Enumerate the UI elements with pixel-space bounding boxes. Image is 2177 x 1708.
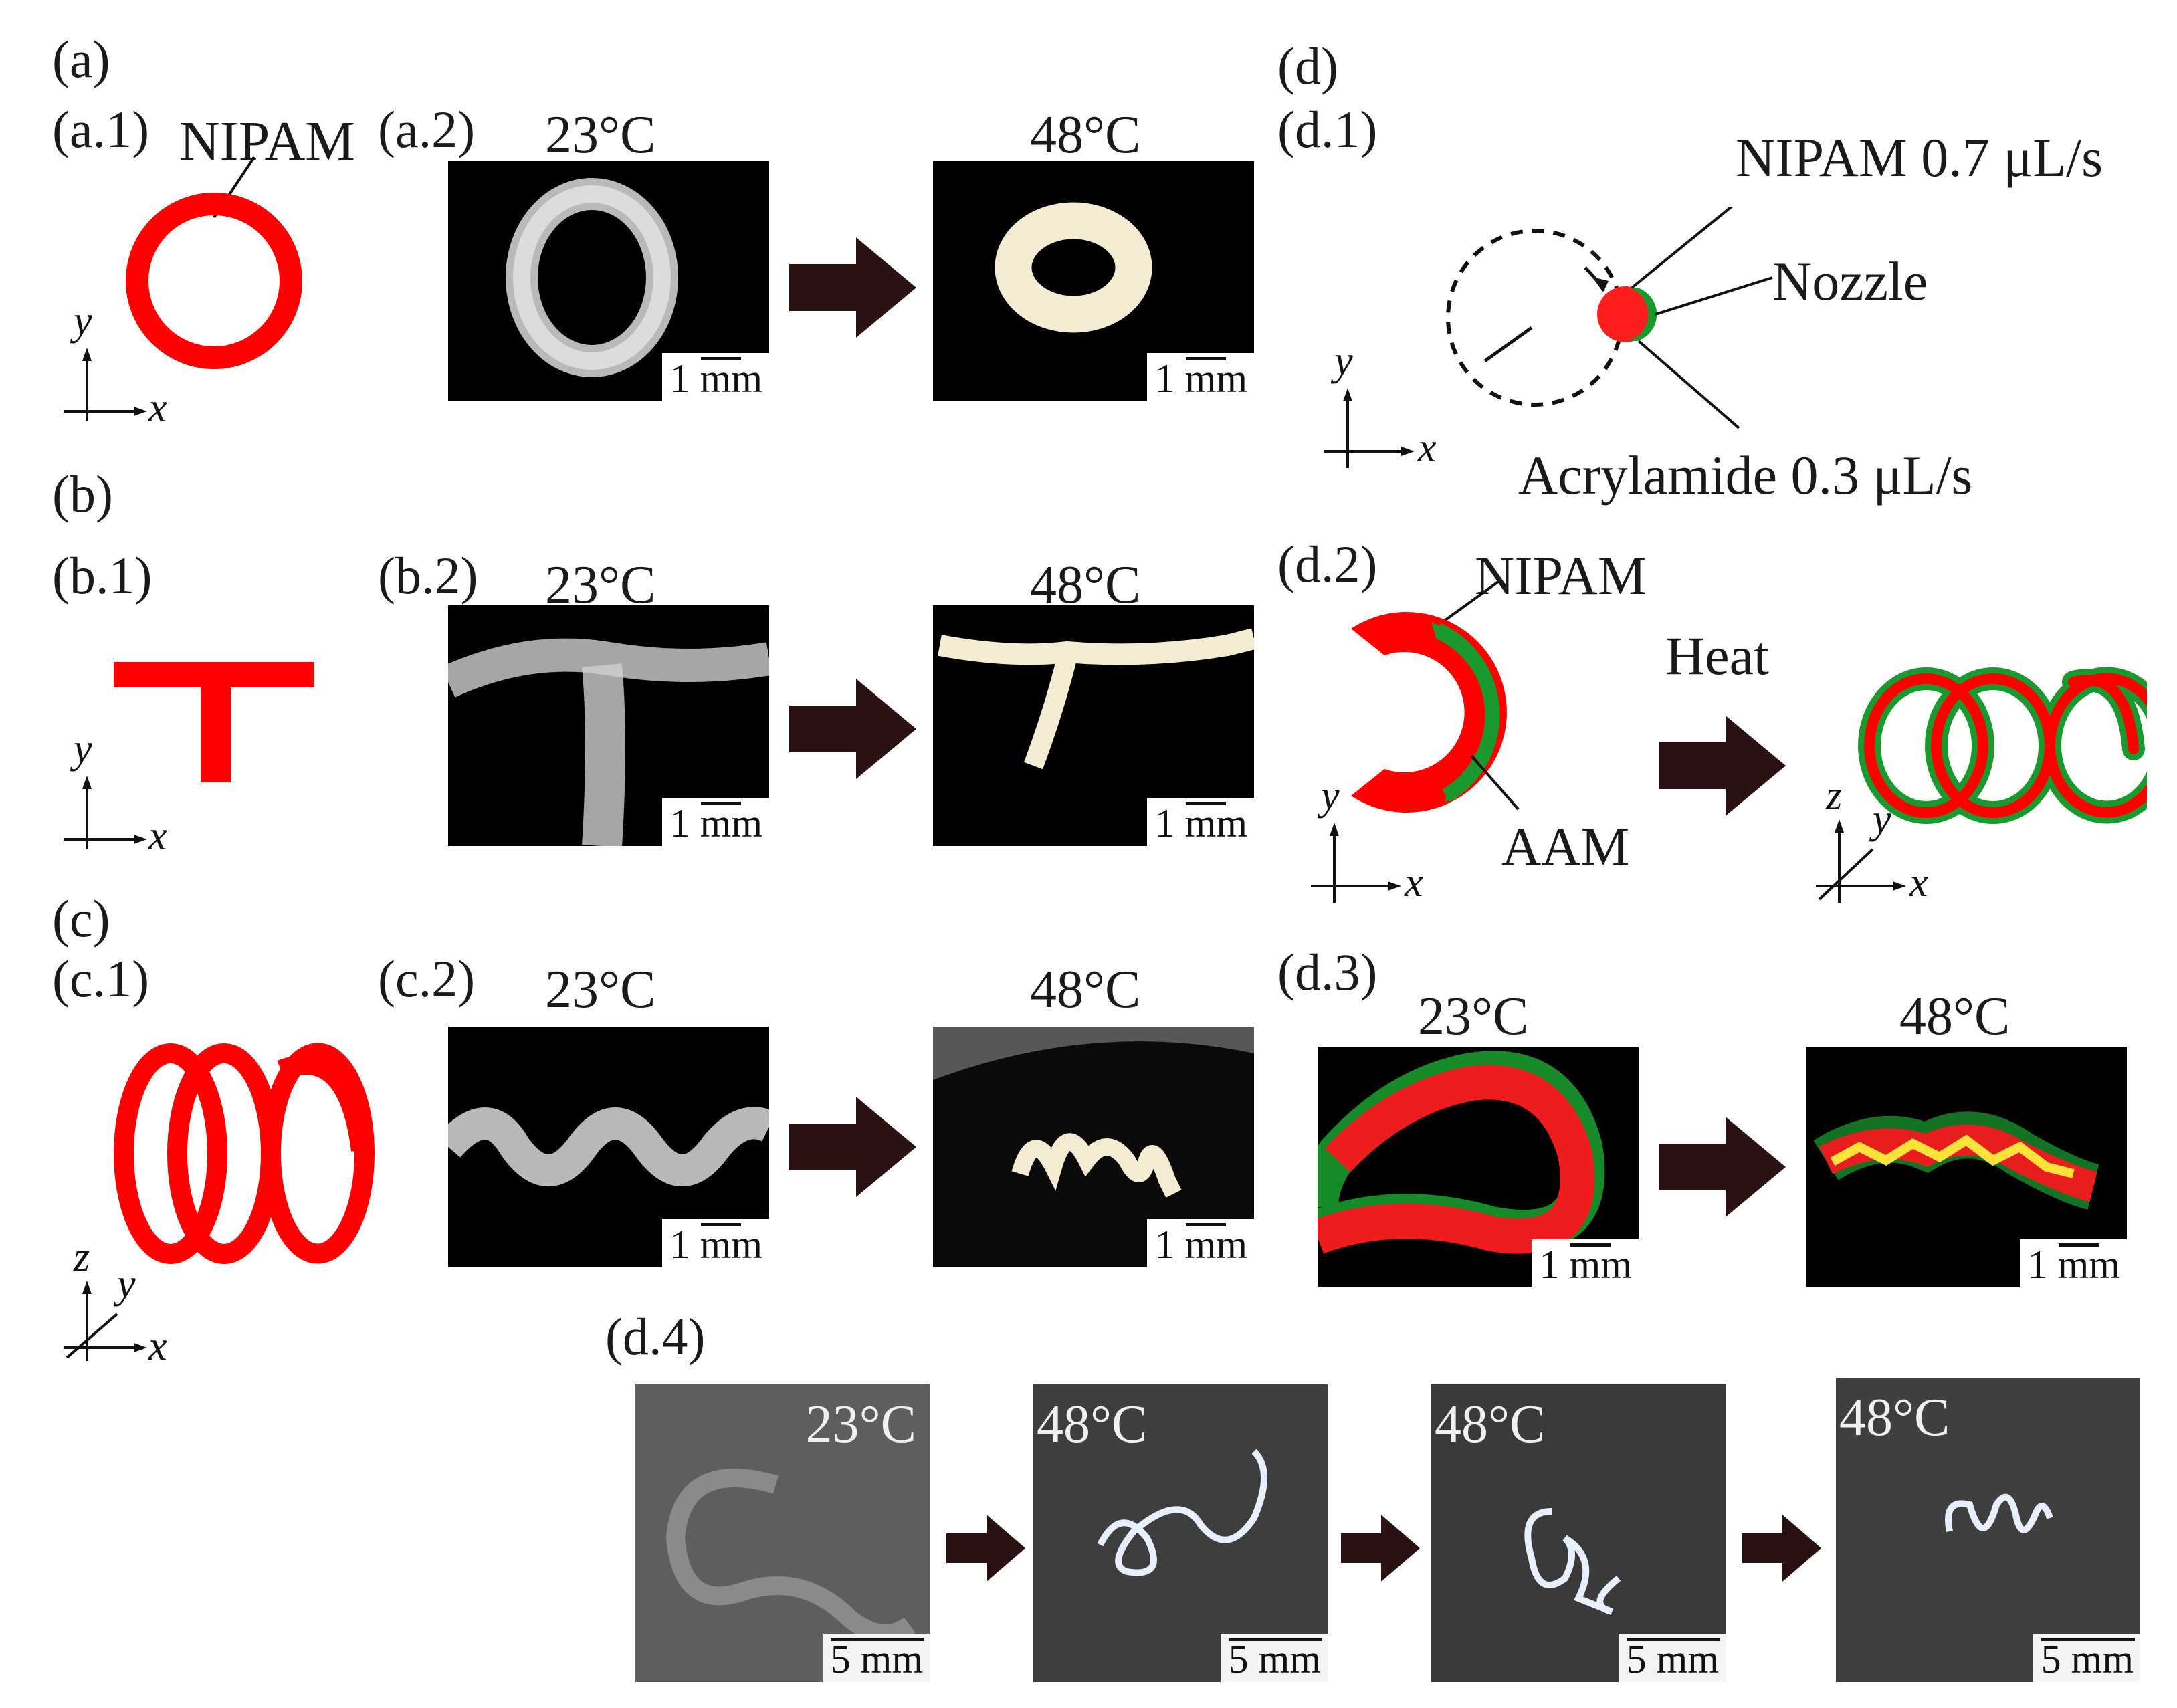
temp-d3-cold: 23°C [1418, 987, 1529, 1046]
axis-icon-d2-right: z y x [1816, 776, 1928, 905]
scale-bar-d3-cold: 1 mm [1531, 1239, 1639, 1287]
temp-b-cold: 23°C [545, 556, 656, 615]
label-d3: (d.3) [1277, 943, 1378, 1001]
scale-bar-c-hot: 1 mm [1146, 1219, 1254, 1267]
label-c1: (c.1) [52, 950, 150, 1008]
arrow-c [789, 1097, 916, 1197]
svg-text:y: y [70, 729, 92, 772]
label-c: (c) [52, 889, 110, 948]
axis-y-a1: y [70, 301, 92, 344]
photo-d4-3: 48°C 5 mm [1431, 1384, 1726, 1682]
photo-b-cold: 1 mm [448, 605, 769, 846]
scale-bar-d4-4: 5 mm [2033, 1634, 2140, 1682]
aam-label: AAM [1501, 816, 1630, 877]
helix-shape [114, 1043, 375, 1264]
label-d: (d) [1277, 37, 1338, 95]
t-shape [114, 662, 314, 782]
svg-text:x: x [148, 813, 167, 859]
temp-d4-4: 48°C [1839, 1388, 1950, 1447]
label-d1: (d.1) [1277, 100, 1378, 158]
temp-a-hot: 48°C [1030, 106, 1141, 165]
temp-d4-1: 23°C [805, 1395, 916, 1454]
svg-text:x: x [1404, 860, 1423, 905]
ring-shape [126, 156, 302, 369]
photo-d3-cold: 1 mm [1318, 1047, 1639, 1287]
photo-a-cold: 1 mm [448, 161, 769, 401]
svg-text:z: z [73, 1241, 90, 1280]
temp-d3-hot: 48°C [1899, 987, 2010, 1046]
axis-icon-b1: y x [64, 729, 167, 859]
scale-bar-b-cold: 1 mm [661, 798, 769, 846]
photo-a-hot: 1 mm [933, 161, 1254, 401]
bilayer-helix [1858, 667, 2147, 824]
svg-text:x: x [1909, 860, 1928, 905]
axis-icon-d2-left: y x [1311, 776, 1423, 905]
label-a1: (a.1) [52, 100, 150, 158]
scale-bar-c-cold: 1 mm [661, 1219, 769, 1267]
svg-text:y: y [113, 1261, 136, 1307]
nozzle-diagram [1446, 207, 1773, 429]
label-d4: (d.4) [605, 1307, 706, 1366]
arrow-b [789, 679, 916, 779]
temp-c-hot: 48°C [1030, 960, 1141, 1019]
nozzle-label: Nozzle [1772, 251, 1928, 312]
svg-text:y: y [1869, 796, 1891, 842]
arrow-d4-2 [1341, 1515, 1420, 1582]
svg-text:y: y [1330, 341, 1353, 384]
label-b: (b) [52, 465, 113, 523]
heat-label: Heat [1665, 625, 1769, 686]
label-a: (a) [52, 30, 110, 88]
nipam-label-a1: NIPAM [179, 110, 355, 173]
svg-text:x: x [148, 1323, 167, 1369]
temp-d4-2: 48°C [1037, 1395, 1148, 1454]
temp-a-cold: 23°C [545, 106, 656, 165]
axis-icon-c1: z y x [64, 1241, 167, 1369]
scale-bar-a-hot: 1 mm [1146, 353, 1254, 401]
nipam-rate-label: NIPAM 0.7 μL/s [1736, 127, 2103, 188]
bilayer-ring [1351, 580, 1520, 813]
photo-d4-1: 23°C 5 mm [635, 1384, 930, 1682]
scale-bar-d4-3: 5 mm [1618, 1634, 1726, 1682]
axis-x-a1: x [148, 385, 167, 431]
scale-bar-d4-2: 5 mm [1220, 1634, 1328, 1682]
acrylamide-rate-label: Acrylamide 0.3 μL/s [1518, 445, 1973, 506]
scale-bar-a-cold: 1 mm [661, 353, 769, 401]
label-d2: (d.2) [1277, 535, 1378, 593]
arrow-d4-1 [946, 1515, 1025, 1582]
nipam-label-d2: NIPAM [1475, 545, 1647, 606]
scale-bar-d3-hot: 1 mm [2019, 1239, 2127, 1287]
label-c2: (c.2) [378, 950, 476, 1008]
photo-d4-2: 48°C 5 mm [1033, 1384, 1328, 1682]
label-a2: (a.2) [378, 100, 476, 158]
svg-text:y: y [1317, 776, 1340, 819]
svg-text:x: x [1417, 425, 1437, 471]
label-b2: (b.2) [378, 546, 478, 605]
arrow-heat [1659, 716, 1786, 816]
temp-d4-3: 48°C [1435, 1395, 1546, 1454]
arrow-a [789, 237, 916, 338]
photo-d4-4: 48°C 5 mm [1836, 1378, 2140, 1682]
scale-bar-b-hot: 1 mm [1146, 798, 1254, 846]
photo-d3-hot: 1 mm [1806, 1047, 2127, 1287]
arrow-d4-3 [1742, 1515, 1821, 1582]
label-b1: (b.1) [52, 546, 152, 605]
temp-b-hot: 48°C [1030, 556, 1141, 615]
photo-c-cold: 1 mm [448, 1027, 769, 1267]
axis-icon-d1: y x [1324, 341, 1437, 471]
photo-c-hot: 1 mm [933, 1027, 1254, 1267]
photo-b-hot: 1 mm [933, 605, 1254, 846]
axis-icon-a1: y x [64, 301, 167, 431]
svg-text:z: z [1825, 776, 1842, 819]
arrow-d3 [1659, 1117, 1786, 1217]
scale-bar-d4-1: 5 mm [822, 1634, 930, 1682]
temp-c-cold: 23°C [545, 960, 656, 1019]
